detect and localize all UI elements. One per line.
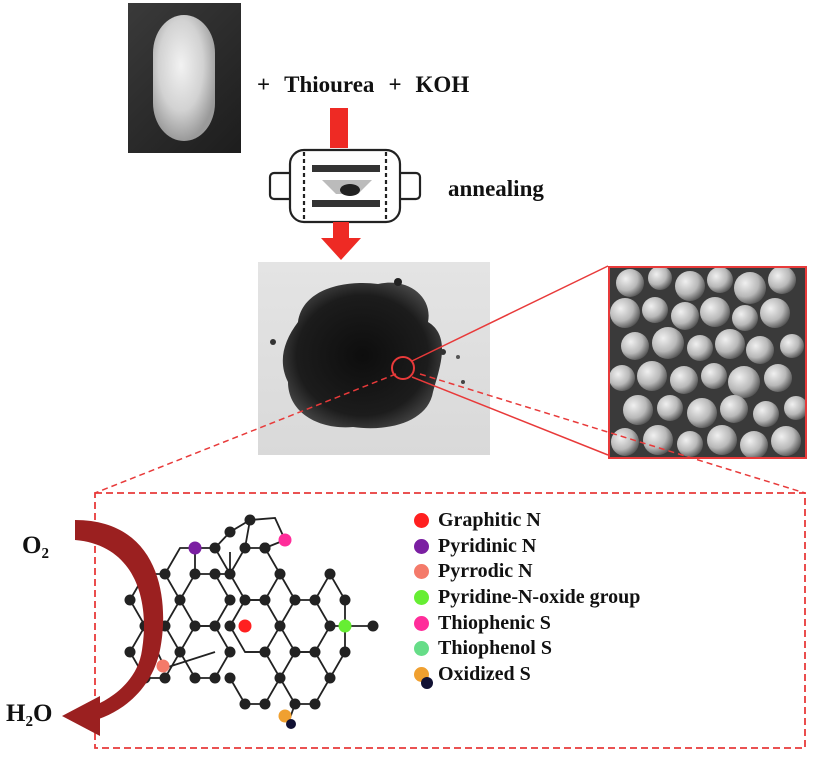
legend-label: Graphitic N <box>438 509 541 532</box>
carbon-powder-photo <box>258 262 490 455</box>
thiophenic-s-atom <box>278 533 292 547</box>
legend-dot-icon <box>414 513 429 529</box>
legend-dot-icon <box>414 590 429 606</box>
dashed-structure-box <box>94 492 806 749</box>
legend-item-pyridine-n-oxide: Pyridine-N-oxide group <box>414 585 640 611</box>
legend-dot-icon <box>414 538 429 554</box>
dopant-legend: Graphitic N Pyridinic N Pyrrodic N Pyrid… <box>414 508 640 689</box>
orr-curved-arrow <box>62 520 164 736</box>
legend-item-oxidized-s: Oxidized S <box>414 662 640 689</box>
zoom-line-bottom <box>411 376 609 456</box>
h2o-label: H₂O <box>6 700 53 727</box>
cocoon-image <box>153 15 215 141</box>
powder-image <box>270 278 465 429</box>
legend-dot-icon <box>414 641 429 657</box>
legend-label: Thiophenol S <box>438 637 552 660</box>
plus-sign-2: + <box>388 72 402 97</box>
reagents-row: + Thiourea + KOH <box>257 72 469 98</box>
oxidized-s-o-atom <box>286 719 296 729</box>
koh-label: KOH <box>415 72 470 97</box>
callout-line-left <box>94 373 397 494</box>
legend-dot-secondary-icon <box>421 676 433 689</box>
pyridine-n-oxide-atom <box>338 619 352 633</box>
o2-label: O₂ <box>22 532 49 559</box>
annealing-label: annealing <box>448 176 544 201</box>
down-arrow-1 <box>330 108 348 148</box>
legend-label: Oxidized S <box>438 662 531 685</box>
graphene-network <box>128 517 373 719</box>
sem-texture <box>610 268 805 457</box>
pyridinic-n-atom <box>188 541 202 555</box>
plus-sign-1: + <box>257 72 271 97</box>
oxidized-s-atom <box>278 709 292 723</box>
zoom-line-top <box>411 265 609 362</box>
legend-label: Pyrrodic N <box>438 560 533 583</box>
legend-item-graphitic-n: Graphitic N <box>414 508 640 534</box>
sem-image-inset <box>608 266 807 459</box>
legend-dot-icon <box>414 615 429 631</box>
legend-item-pyrrodic-n: Pyrrodic N <box>414 559 640 585</box>
legend-item-pyridinic-n: Pyridinic N <box>414 534 640 560</box>
callout-line-right <box>419 373 806 494</box>
graphitic-n-atom <box>238 619 252 633</box>
cocoon-photo <box>128 3 241 153</box>
legend-label: Thiophenic S <box>438 611 551 634</box>
thiourea-label: Thiourea <box>284 72 375 97</box>
legend-item-thiophenic-s: Thiophenic S <box>414 610 640 636</box>
pyrrodic-n-atom <box>156 659 170 673</box>
down-arrow-2 <box>321 222 361 260</box>
legend-dot-icon <box>414 564 429 580</box>
legend-label: Pyridine-N-oxide group <box>438 586 641 609</box>
legend-label: Pyridinic N <box>438 534 537 557</box>
legend-item-thiophenol-s: Thiophenol S <box>414 636 640 662</box>
